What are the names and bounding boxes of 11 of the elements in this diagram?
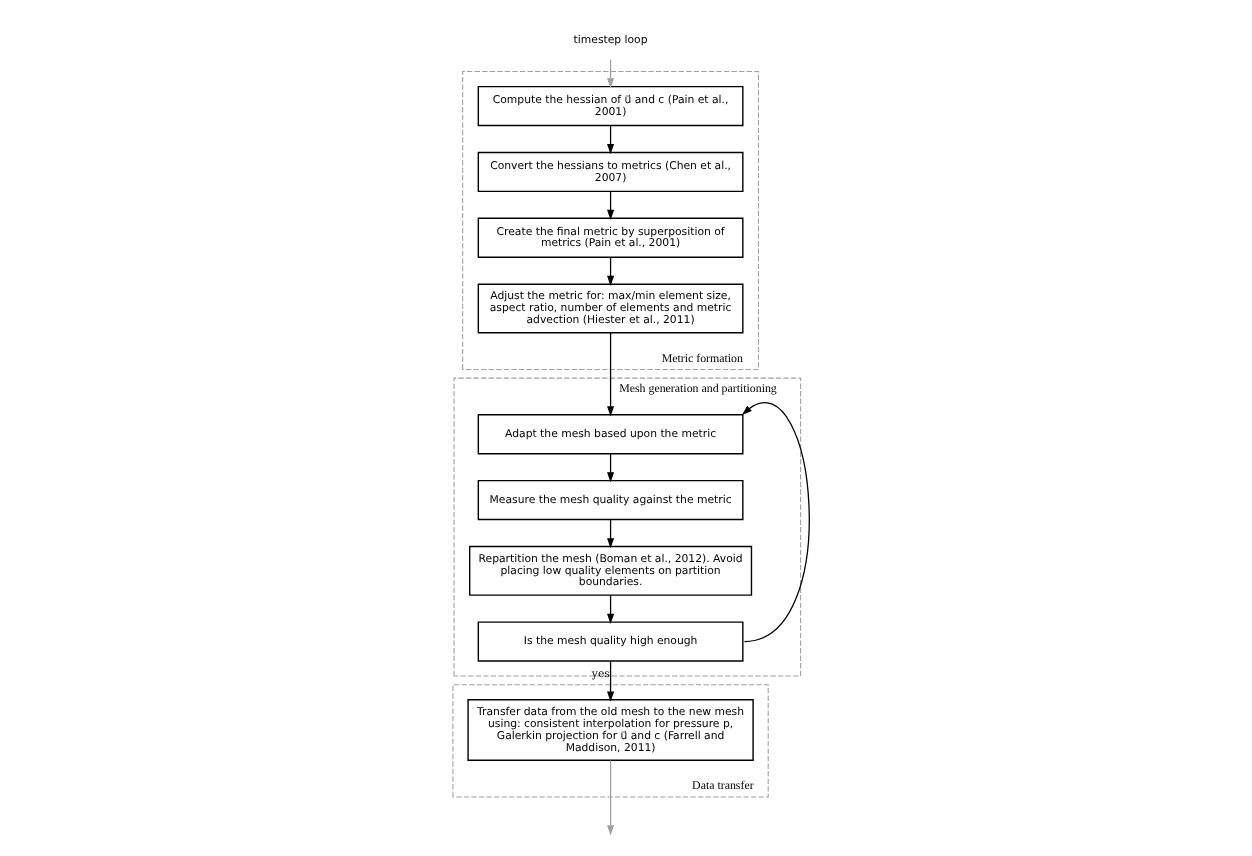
arrow	[606, 59, 614, 89]
arrow	[606, 660, 614, 702]
arrow	[606, 759, 614, 836]
arrow	[606, 594, 614, 624]
arrow	[606, 124, 614, 155]
arrow	[606, 256, 614, 286]
arrow	[606, 332, 614, 417]
arrow	[606, 190, 614, 221]
arrow	[606, 453, 614, 483]
arrow	[606, 518, 614, 549]
arrow	[740, 402, 809, 643]
